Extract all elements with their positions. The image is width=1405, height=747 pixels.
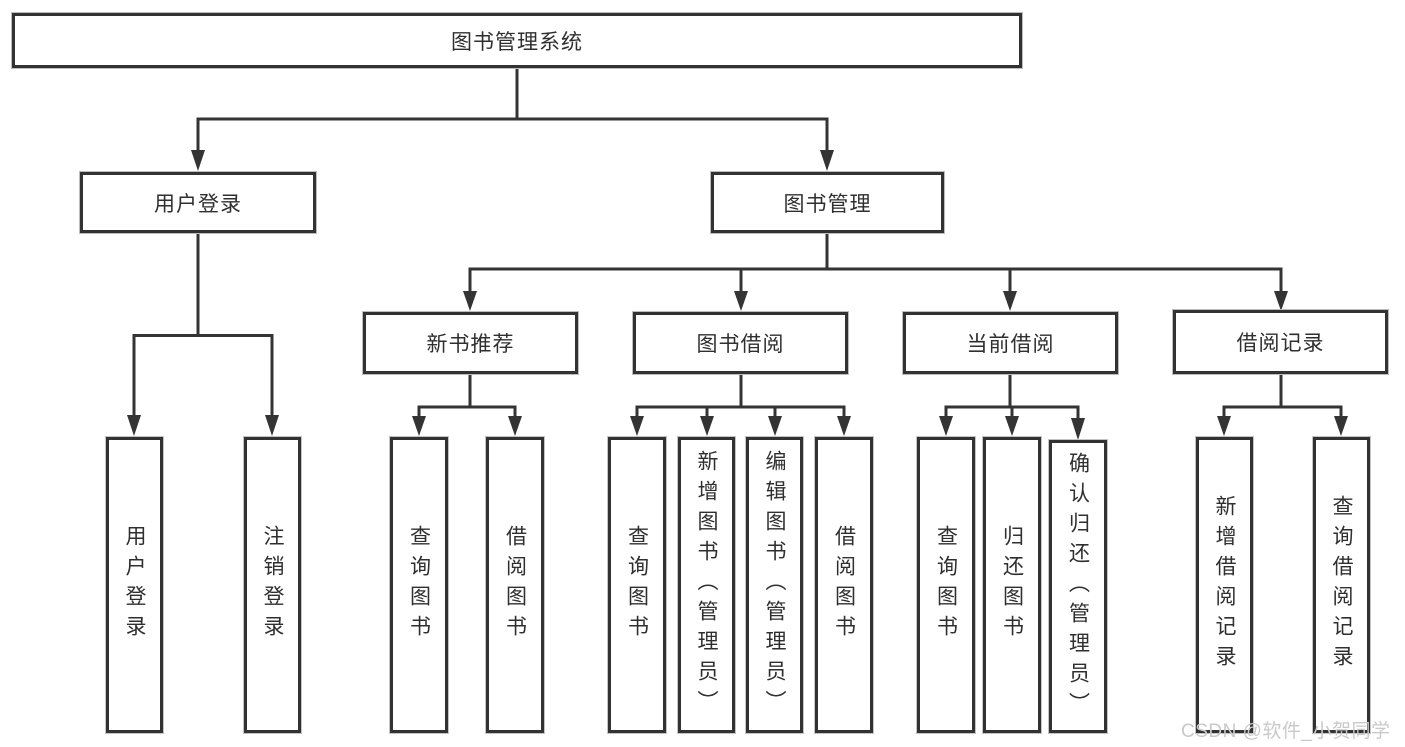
node-leaf-logout: 注销登录 [244, 437, 301, 733]
node-leaf-add-borrow-record: 新增借阅记录 [1196, 437, 1253, 733]
arrowhead-icon [463, 291, 477, 311]
arrowhead-icon [191, 150, 205, 171]
arrowhead-icon [127, 415, 141, 436]
connector-user-login-children [127, 233, 279, 436]
node-leaf-query-books-recommend: 查询图书 [390, 437, 448, 733]
connector-borrowing-records-children [1217, 374, 1348, 436]
node-label: 新增图书（管理员） [695, 450, 718, 720]
arrowhead-icon [1005, 416, 1019, 436]
node-leaf-query-books-borrowing: 查询图书 [608, 437, 666, 733]
node-label: 编辑图书（管理员） [763, 450, 786, 720]
arrowhead-icon [820, 150, 834, 171]
node-label: 确认归还（管理员） [1066, 451, 1090, 722]
arrowhead-icon [939, 416, 953, 436]
node-label: 查询图书 [625, 525, 649, 645]
arrowhead-icon [1003, 291, 1017, 311]
node-leaf-add-books-admin: 新增图书（管理员） [678, 437, 735, 733]
node-label: 查询图书 [407, 525, 431, 645]
arrowhead-icon [630, 416, 644, 436]
node-label: 注销登录 [261, 525, 284, 645]
node-library-management-system: 图书管理系统 [12, 13, 1022, 68]
node-leaf-user-login: 用户登录 [106, 437, 163, 733]
node-leaf-query-borrow-record: 查询借阅记录 [1313, 437, 1370, 733]
node-new-book-recommend: 新书推荐 [363, 312, 578, 374]
node-label: 归还图书 [1000, 525, 1024, 645]
node-book-management: 图书管理 [711, 172, 944, 233]
node-leaf-return-books: 归还图书 [983, 437, 1041, 733]
node-leaf-edit-books-admin: 编辑图书（管理员） [746, 437, 803, 733]
arrowhead-icon [1274, 291, 1288, 311]
node-leaf-borrow-books: 借阅图书 [815, 437, 873, 733]
connector-new-book-recommend-children [412, 374, 522, 436]
node-leaf-confirm-return-admin: 确认归还（管理员） [1049, 440, 1107, 733]
connector-book-borrowing-children [630, 374, 851, 436]
arrowhead-icon [412, 416, 426, 436]
arrowhead-icon [1217, 416, 1231, 436]
node-user-login: 用户登录 [80, 172, 316, 233]
arrowhead-icon [265, 415, 279, 436]
node-label: 查询图书 [934, 525, 958, 645]
arrowhead-icon [1071, 418, 1085, 440]
node-current-borrowing: 当前借阅 [903, 312, 1118, 374]
connector-current-borrowing-children [939, 374, 1085, 440]
node-label: 借阅图书 [503, 525, 527, 645]
node-leaf-query-books-current: 查询图书 [917, 437, 975, 733]
arrowhead-icon [1334, 416, 1348, 436]
node-borrowing-records: 借阅记录 [1173, 310, 1388, 374]
node-label: 借阅图书 [832, 525, 856, 645]
node-label: 新增借阅记录 [1213, 495, 1236, 675]
arrowhead-icon [837, 416, 851, 436]
node-label: 查询借阅记录 [1330, 495, 1353, 675]
connector-root-to-level2 [191, 68, 834, 171]
node-book-borrowing: 图书借阅 [633, 312, 848, 374]
node-leaf-borrow-books-recommend: 借阅图书 [486, 437, 544, 733]
node-label: 用户登录 [123, 525, 146, 645]
arrowhead-icon [734, 291, 748, 311]
arrowhead-icon [768, 416, 782, 436]
connector-book-management-children [463, 233, 1288, 311]
csdn-watermark: CSDN @软件_小贺同学 [1181, 721, 1391, 742]
arrowhead-icon [508, 416, 522, 436]
arrowhead-icon [700, 416, 714, 436]
